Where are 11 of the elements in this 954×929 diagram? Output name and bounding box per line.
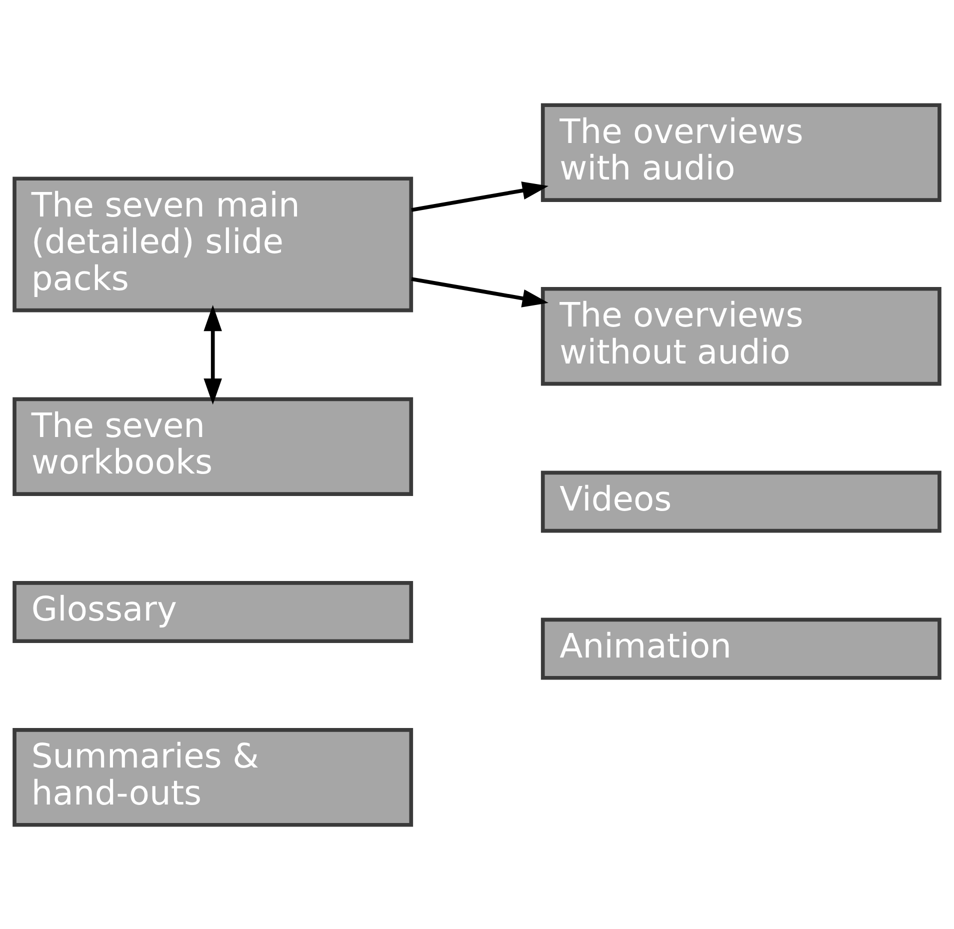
node-box: Glossary <box>12 580 414 643</box>
node-box: The overviews without audio <box>540 286 942 386</box>
arrow <box>411 276 548 307</box>
node-box: Videos <box>540 470 942 532</box>
node-box: Summaries & hand-outs <box>12 728 414 826</box>
node-box: The seven main (detailed) slide packs <box>12 176 414 312</box>
node-box: The overviews with audio <box>540 102 942 202</box>
arrow <box>204 304 222 404</box>
node-box: Animation <box>540 617 942 680</box>
arrow <box>411 181 548 212</box>
node-box: The seven workbooks <box>12 396 414 496</box>
